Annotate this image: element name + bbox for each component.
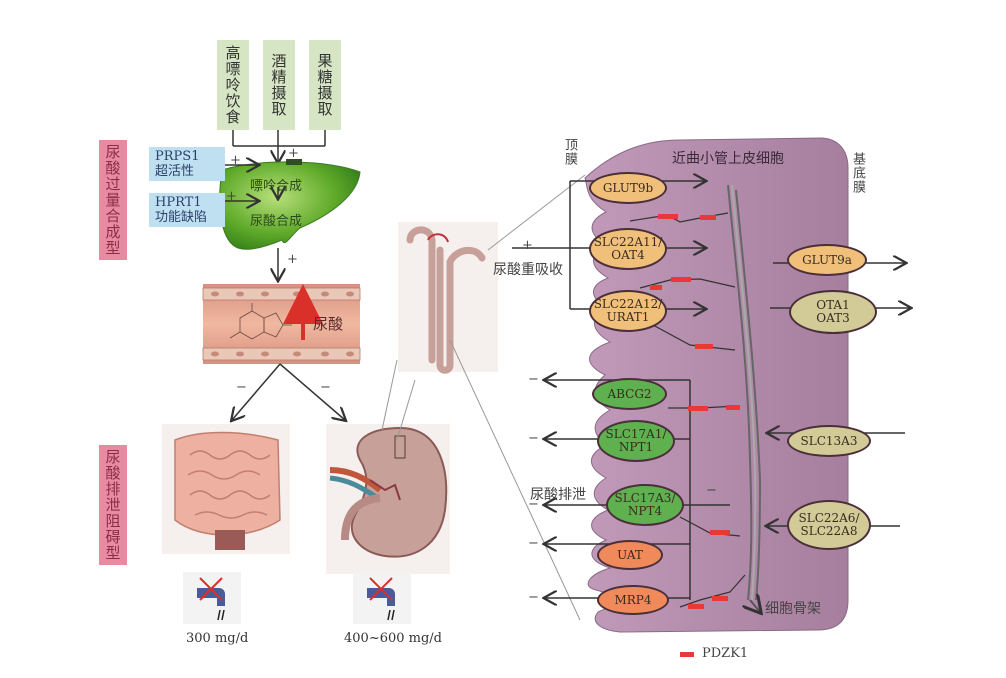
- nephron-illustration: [398, 222, 498, 374]
- minus-sign: −: [706, 483, 717, 498]
- faucet-icon-kidney: [353, 572, 411, 624]
- plus-sign: +: [288, 146, 299, 161]
- minus-sign: −: [528, 536, 539, 551]
- transporter-slc17a3-npt4: SLC17A3/ NPT4: [606, 484, 684, 526]
- purine-synthesis-label: 嘌呤合成: [250, 179, 303, 194]
- prps1-label: PRPS1 超活性: [149, 147, 225, 181]
- transporter-slc22a11-oat4: SLC22A11/ OAT4: [589, 228, 667, 270]
- prps1-gene: PRPS1: [155, 149, 200, 164]
- transporter-glut9a: GLUT9a: [787, 244, 867, 276]
- hprt1-desc: 功能缺陷: [155, 210, 208, 225]
- food-box-alcohol: 酒精摄取: [263, 40, 295, 130]
- label-underexcretion-type: 尿酸排泄阻碍型: [99, 445, 127, 565]
- pdzk1-mark: [650, 285, 662, 290]
- uric-acid-synthesis-label: 尿酸合成: [250, 214, 303, 229]
- pdzk1-mark: [726, 405, 740, 410]
- pdzk1-mark: [700, 215, 716, 220]
- prps1-desc: 超活性: [155, 164, 195, 179]
- pdzk1-legend-label: PDZK1: [702, 646, 749, 661]
- pdzk1-mark: [712, 596, 728, 601]
- minus-sign: −: [320, 380, 331, 395]
- minus-sign: −: [528, 372, 539, 387]
- blood-vessel: [202, 284, 361, 364]
- pdzk1-legend-swatch: [680, 652, 694, 657]
- minus-sign: −: [236, 380, 247, 395]
- pdzk1-mark: [658, 214, 678, 219]
- transporter-ota1-oat3: OTA1 OAT3: [789, 290, 877, 334]
- cytoskeleton-label: 细胞骨架: [765, 601, 821, 617]
- hprt1-gene: HPRT1: [155, 195, 202, 210]
- food-box-fructose: 果糖摄取: [309, 40, 341, 130]
- pdzk1-mark: [688, 406, 708, 411]
- basal-membrane-label: 基底膜: [850, 152, 865, 194]
- plus-sign: +: [522, 238, 533, 253]
- transporter-uat: UAT: [597, 540, 663, 570]
- apical-membrane-label: 顶膜: [562, 138, 577, 166]
- transporter-slc22a12-urat1: SLC22A12/ URAT1: [589, 290, 667, 332]
- kidney-illustration: [326, 424, 450, 574]
- label-overproduction-type: 尿酸过量合成型: [99, 140, 127, 260]
- faucet-icon-intestine: [183, 572, 241, 624]
- liver-shape: [219, 161, 361, 250]
- transporter-slc22a6-slc22a8: SLC22A6/ SLC22A8: [787, 500, 871, 550]
- transporter-glut9b: GLUT9b: [589, 172, 667, 204]
- kidney-excretion-amount: 400~600 mg/d: [344, 631, 443, 646]
- zoom-lines: [381, 174, 586, 621]
- plus-sign: +: [287, 252, 298, 267]
- secretion-label: 尿酸排泄: [530, 487, 586, 503]
- pdzk1-mark: [710, 530, 730, 535]
- pdzk1-mark: [695, 344, 713, 349]
- transporter-slc13a3: SLC13A3: [787, 425, 871, 457]
- transporter-abcg2: ABCG2: [592, 378, 667, 410]
- pdzk1-links: [629, 212, 746, 609]
- food-box-purine: 高嘌呤饮食: [217, 40, 249, 130]
- cell-title: 近曲小管上皮细胞: [672, 151, 784, 167]
- hprt1-label: HPRT1 功能缺陷: [149, 193, 225, 227]
- food-connector-lines: [232, 126, 326, 162]
- pdzk1-mark: [671, 277, 691, 282]
- pdzk1-mark: [688, 604, 704, 609]
- transporter-mrp4: MRP4: [597, 585, 669, 615]
- minus-sign: −: [528, 590, 539, 605]
- intestine-illustration: [162, 424, 290, 554]
- cytoskeleton: [727, 184, 760, 612]
- minus-sign: −: [528, 431, 539, 446]
- plus-sign: +: [230, 153, 241, 168]
- uric-acid-molecule: [229, 303, 292, 340]
- transporter-slc17a1-npt1: SLC17A1/ NPT1: [597, 420, 675, 462]
- minus-sign: −: [528, 497, 539, 512]
- plus-sign: +: [226, 189, 237, 204]
- blood-uric-acid-label: 尿酸: [313, 315, 344, 333]
- reabsorption-label: 尿酸重吸收: [493, 262, 563, 278]
- intestine-excretion-amount: 300 mg/d: [186, 631, 249, 646]
